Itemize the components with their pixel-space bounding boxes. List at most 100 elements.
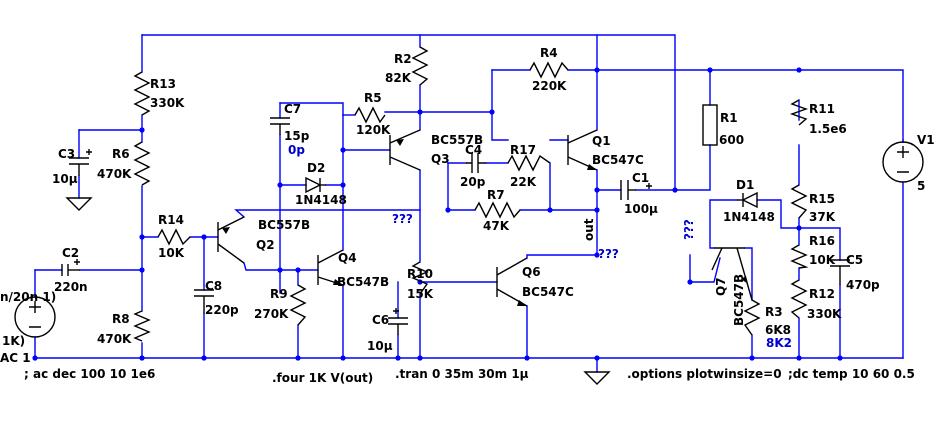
capacitor-C3 [69,149,92,176]
transistor-Q4 [317,249,344,286]
label-c8-val: 220p [205,303,239,317]
resistor-R4 [529,61,569,79]
label-r2-ref: R2 [394,52,412,66]
capacitor-C5 [830,259,850,285]
resistor-R16 [790,244,809,269]
label-q2-val: BC557B [258,218,310,232]
capacitor-C4 [466,153,486,173]
label-c2-val: 220n [54,280,88,294]
label-net-unknown-2: ??? [598,247,619,261]
label-r4-val: 220K [532,79,567,93]
label-r16-ref: R16 [809,234,835,248]
capacitor-C7 [270,117,290,135]
diode-D1 [737,191,758,209]
resistor-R13 [133,71,151,116]
label-c5-ref: C5 [846,253,863,267]
label-r13-val: 330K [150,96,185,110]
label-r8-ref: R8 [112,312,130,326]
label-r1-ref: R1 [720,111,738,125]
label-r12-val: 330K [807,307,842,321]
label-r7-val: 47K [483,219,510,233]
label-r9-val: 270K [254,307,289,321]
label-r3-val2: 8K2 [766,336,792,350]
label-r15-ref: R15 [809,192,835,206]
label-r16-val: 10K [809,253,836,267]
label-q6-val: BC547C [522,285,574,299]
label-r3-ref: R3 [765,305,783,319]
label-net-unknown-3: ??? [682,219,696,240]
capacitor-C1 [620,180,652,200]
capacitor-C6 [388,308,408,335]
label-q7-val: BC547B [732,274,746,326]
resistor-R6 [133,141,151,186]
label-q4-val: BC547B [337,275,389,289]
wires [34,34,904,373]
voltage-source-V1 [882,141,924,183]
label-v2-line2: 1K) [2,334,25,348]
label-q4-ref: Q4 [338,251,357,265]
label-c5-val: 470p [846,278,880,292]
diode-D2 [305,176,326,194]
label-q7-ref: Q7 [714,277,728,296]
label-r14-ref: R14 [158,213,184,227]
label-c1-ref: C1 [632,171,649,185]
label-r9-ref: R9 [270,287,288,301]
label-c7-val2: 0p [288,143,305,157]
label-r10-ref: R10 [407,267,433,281]
label-r5-ref: R5 [364,91,382,105]
label-r12-ref: R12 [809,287,835,301]
resistor-R12 [790,279,808,319]
directive-tran: .tran 0 35m 30m 1µ [395,367,529,381]
transistor-Q6 [496,257,528,307]
junctions [32,67,843,361]
label-r15-val: 37K [809,210,836,224]
label-q2-ref: Q2 [256,238,275,252]
label-c4-val: 20p [460,175,486,189]
label-v2-line3: AC 1 [0,351,31,365]
transistor-Q2 [217,216,245,264]
label-q6-ref: Q6 [522,265,541,279]
resistor-R9 [289,284,307,326]
label-r2-val: 82K [385,71,412,85]
transistor-Q1 [567,129,598,171]
label-c3-val: 10µ [52,172,78,186]
label-c3-ref: C3 [58,147,75,161]
label-r7-ref: R7 [487,188,505,202]
label-r14-val: 10K [158,246,185,260]
directive-options: .options plotwinsize=0 [627,367,782,381]
resistor-R5 [354,106,386,124]
label-c6-val: 10µ [367,339,393,353]
resistor-R7 [474,201,521,219]
label-c7-val: 15p [284,129,310,143]
resistor-R2 [411,46,429,86]
label-c2-ref: C2 [62,246,79,260]
label-r11-val: 1.5e6 [809,122,847,136]
label-r4-ref: R4 [540,46,558,60]
label-c4-ref: C4 [465,143,482,157]
directive-four: .four 1K V(out) [272,371,373,385]
label-r1-val: 600 [719,133,744,147]
directive-ac: ; ac dec 100 10 1e6 [24,367,155,381]
label-q3-val: BC557B [431,133,483,147]
label-q1-val: BC547C [592,153,644,167]
label-v1-val: 5 [917,179,925,193]
label-r5-val: 120K [356,123,391,137]
label-r17-ref: R17 [510,143,536,157]
transistor-Q3 [389,129,421,171]
resistor-R3 [743,299,761,336]
capacitor-C2 [61,259,80,276]
voltage-source-V2 [14,296,56,338]
label-c8-ref: C8 [205,279,222,293]
resistor-R10 [411,261,429,295]
label-net-unknown-1: ??? [392,212,413,226]
label-d2-val: 1N4148 [295,193,347,207]
resistor-R1 [702,104,718,146]
label-q3-ref: Q3 [431,152,450,166]
resistor-R17 [507,154,551,172]
label-d1-ref: D1 [736,178,754,192]
label-c6-ref: C6 [372,313,389,327]
resistor-R8 [133,310,151,342]
label-v1-ref: V1 [917,133,935,147]
label-net-out: out [582,218,596,241]
